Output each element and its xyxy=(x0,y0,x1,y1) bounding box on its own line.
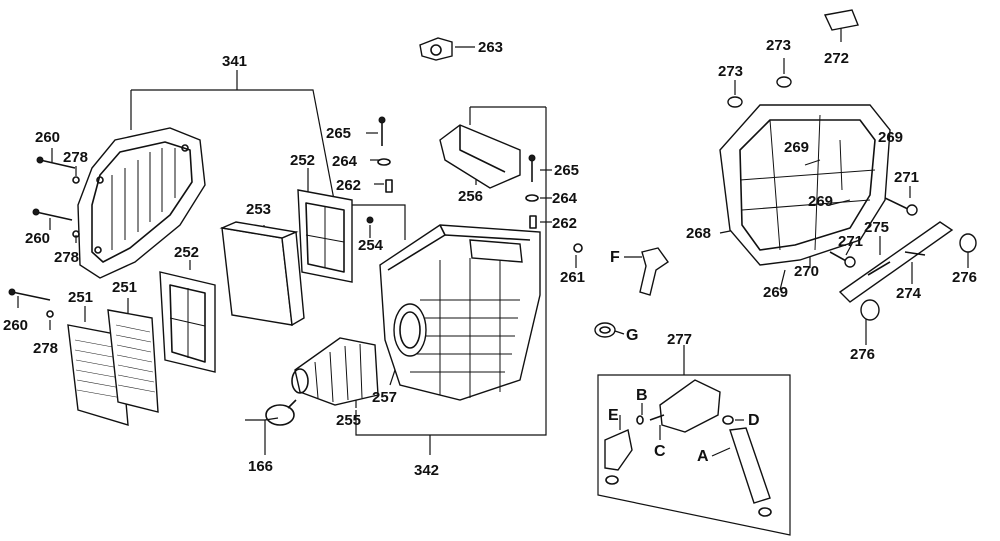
label-G: G xyxy=(626,327,638,344)
part-252-frames xyxy=(159,189,353,373)
label-262-a: 262 xyxy=(336,177,361,194)
label-271-b: 271 xyxy=(838,233,863,250)
label-166: 166 xyxy=(248,458,273,475)
label-D: D xyxy=(748,412,760,429)
part-271-bolts xyxy=(829,197,918,268)
label-273-b: 273 xyxy=(718,63,743,80)
label-273-a: 273 xyxy=(766,37,791,54)
parts-274-275-276 xyxy=(838,221,977,321)
part-251-screens xyxy=(67,309,159,426)
label-264-a: 264 xyxy=(332,153,358,170)
part-166-clamp xyxy=(265,399,297,426)
label-265-b: 265 xyxy=(554,162,579,179)
leader-lines xyxy=(17,22,969,536)
part-labels: 341 342 263 272 273 273 260 278 260 278 … xyxy=(3,37,977,479)
part-341-cover-plate xyxy=(77,127,206,279)
part-277-breather-group xyxy=(604,379,772,517)
part-342-airbox xyxy=(379,224,541,401)
part-268-bracket-frame xyxy=(719,104,891,266)
bolts-260-left xyxy=(8,156,80,318)
label-275: 275 xyxy=(864,219,889,236)
label-269-d: 269 xyxy=(763,284,788,301)
part-255-boot xyxy=(291,337,379,406)
label-265-a: 265 xyxy=(326,125,351,142)
label-270: 270 xyxy=(794,263,819,280)
label-251-b: 251 xyxy=(112,279,137,296)
label-254: 254 xyxy=(358,237,384,254)
label-262-b: 262 xyxy=(552,215,577,232)
label-252-a: 252 xyxy=(290,152,315,169)
label-272: 272 xyxy=(824,50,849,67)
label-276-b: 276 xyxy=(850,346,875,363)
part-263-clip xyxy=(419,37,453,61)
label-E: E xyxy=(608,407,619,424)
screws-265-264-262 xyxy=(377,116,583,253)
part-254-screw xyxy=(366,216,374,224)
label-269-c: 269 xyxy=(808,193,833,210)
label-251-a: 251 xyxy=(68,289,93,306)
parts-272-273 xyxy=(727,9,859,108)
label-260-a: 260 xyxy=(35,129,60,146)
label-277: 277 xyxy=(667,331,692,348)
label-253: 253 xyxy=(246,201,271,218)
label-257: 257 xyxy=(372,389,397,406)
part-253-element xyxy=(219,221,305,327)
fitting-F-G xyxy=(594,247,669,338)
label-260-c: 260 xyxy=(3,317,28,334)
label-278-c: 278 xyxy=(33,340,58,357)
label-B: B xyxy=(636,387,648,404)
label-269-a: 269 xyxy=(878,129,903,146)
label-A: A xyxy=(697,448,709,465)
label-261: 261 xyxy=(560,269,585,286)
label-278-a: 278 xyxy=(63,149,88,166)
label-274: 274 xyxy=(896,285,922,302)
label-F: F xyxy=(610,249,620,266)
label-263: 263 xyxy=(478,39,503,56)
label-268: 268 xyxy=(686,225,711,242)
label-264-b: 264 xyxy=(552,190,578,207)
label-260-b: 260 xyxy=(25,230,50,247)
label-342: 342 xyxy=(414,462,439,479)
label-278-b: 278 xyxy=(54,249,79,266)
label-255: 255 xyxy=(336,412,361,429)
label-341: 341 xyxy=(222,53,247,70)
label-269-b: 269 xyxy=(784,139,809,156)
label-276-a: 276 xyxy=(952,269,977,286)
label-271-a: 271 xyxy=(894,169,919,186)
label-252-b: 252 xyxy=(174,244,199,261)
label-C: C xyxy=(654,443,666,460)
label-256: 256 xyxy=(458,188,483,205)
part-256-lid xyxy=(439,124,521,189)
